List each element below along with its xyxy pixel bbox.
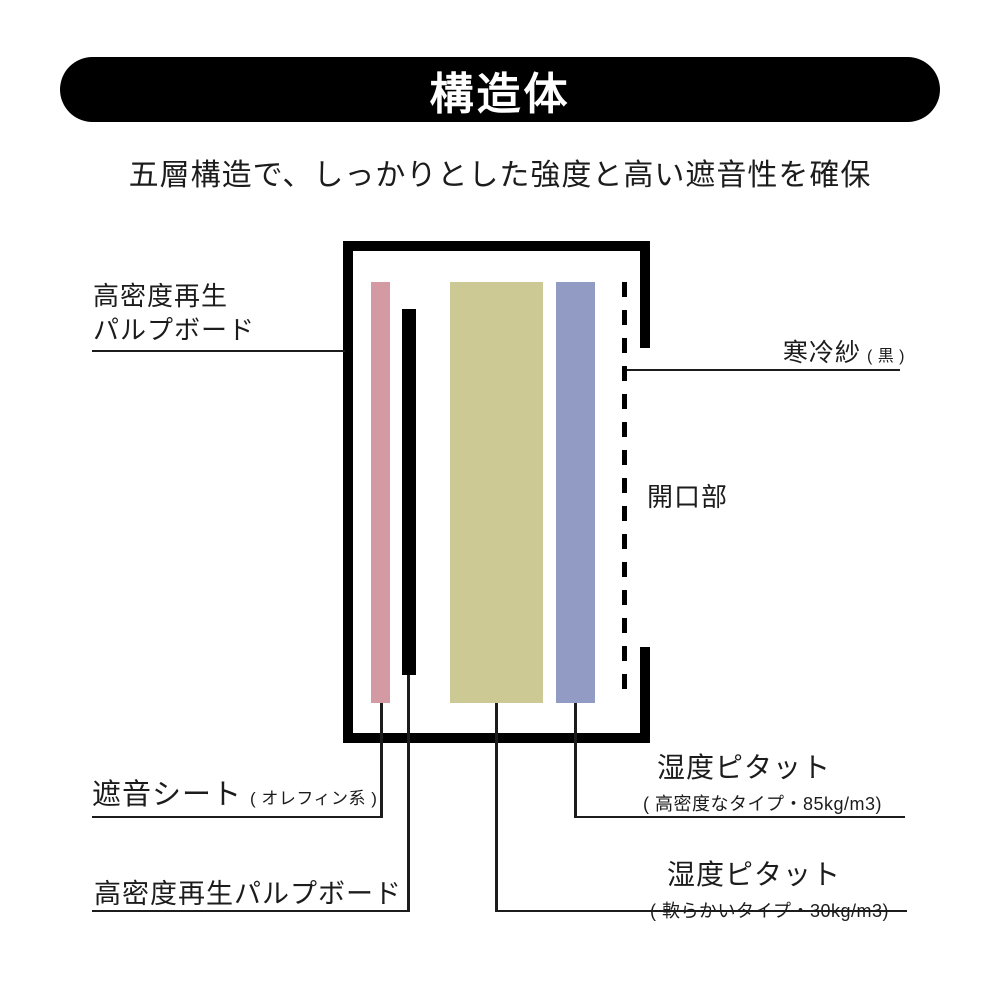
connector-kanreisha [627, 369, 900, 371]
connector-pitatto-dense-horizontal [574, 816, 905, 818]
connector-pulp-bottom-horizontal [92, 910, 410, 912]
label-pitatto-dense-sub: ( 高密度なタイプ・85kg/m3) [643, 794, 883, 814]
label-shaon-sheet-main: 遮音シート [92, 779, 243, 811]
label-pitatto-soft-main: 湿度ピタット [667, 859, 842, 890]
label-kanreisha-main: 寒冷紗 [782, 339, 861, 367]
label-pulp-board-bottom: 高密度再生パルプボード [94, 879, 402, 909]
label-pulp-board-top: 高密度再生 パルプボード [93, 279, 255, 347]
label-kanreisha-sub: ( 黒 ) [866, 348, 905, 365]
frame-left [343, 241, 353, 743]
frame-right-upper [640, 241, 650, 348]
label-pulp-board-top-line2: パルプボード [93, 315, 256, 345]
label-pitatto-dense: 湿度ピタット ( 高密度なタイプ・85kg/m3) [643, 746, 882, 816]
frame-right-lower [640, 647, 650, 743]
layer-bar-pitatto-dense [556, 282, 595, 703]
layer-bar-shaon-sheet [371, 282, 390, 703]
label-shaon-sheet: 遮音シート ( オレフィン系 ) [92, 771, 377, 813]
kanreisha-dashed-line [622, 282, 627, 700]
label-pitatto-soft-sub: ( 軟らかいタイプ・30kg/m3) [650, 901, 890, 921]
connector-pulp-bottom-vertical [407, 675, 410, 912]
label-pulp-board-top-line1: 高密度再生 [93, 281, 229, 311]
header-pill: 構造体 [60, 57, 940, 122]
layer-bar-pitatto-soft [450, 282, 543, 703]
label-kanreisha: 寒冷紗 ( 黒 ) [620, 333, 905, 369]
label-opening: 開口部 [647, 482, 729, 512]
connector-shaon-horizontal [92, 816, 383, 818]
subtitle: 五層構造で、しっかりとした強度と高い遮音性を確保 [128, 159, 872, 192]
label-pitatto-soft: 湿度ピタット ( 軟らかいタイプ・30kg/m3) [650, 853, 889, 923]
connector-shaon-vertical [380, 703, 383, 818]
page-title: 構造体 [429, 69, 571, 119]
frame-top [343, 241, 650, 251]
connector-pitatto-dense-vertical [574, 703, 577, 818]
layer-bar-pulp-board [402, 309, 416, 675]
connector-pitatto-soft-horizontal [495, 910, 907, 912]
label-shaon-sheet-sub: ( オレフィン系 ) [250, 789, 378, 808]
connector-pulp-top [92, 350, 345, 352]
label-pitatto-dense-main: 湿度ピタット [657, 752, 832, 783]
connector-pitatto-soft-vertical [495, 703, 498, 912]
